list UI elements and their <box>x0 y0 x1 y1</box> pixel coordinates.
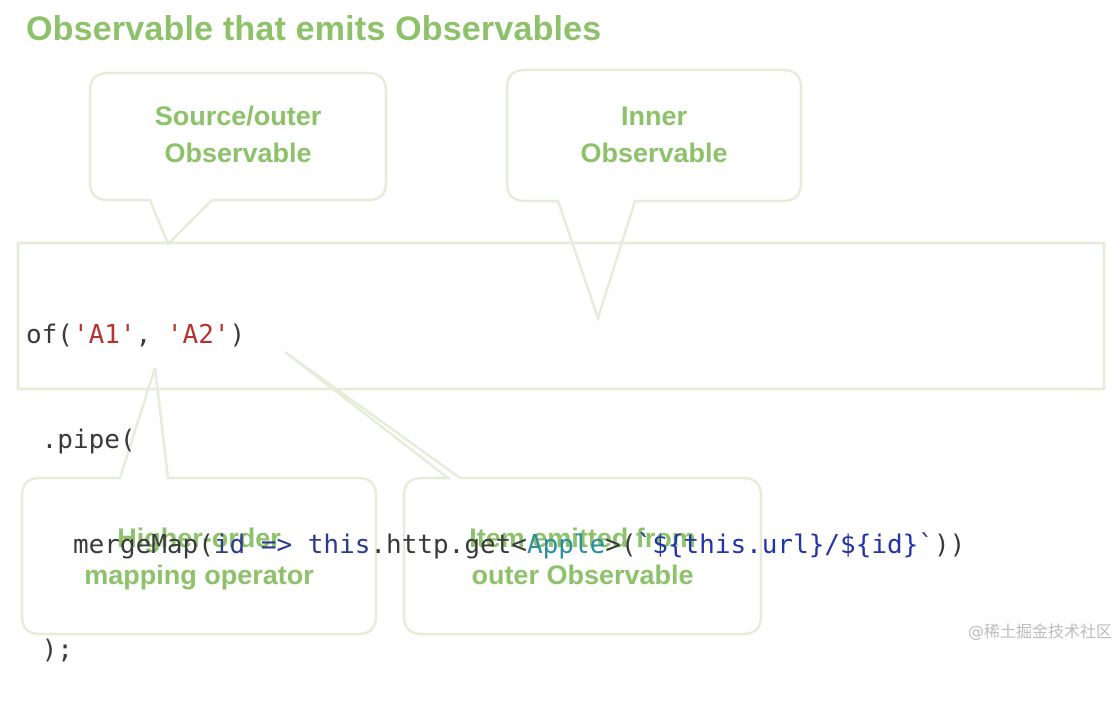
higher-order-bubble <box>20 367 378 636</box>
code-line-4: ); <box>26 633 965 668</box>
code-close-parens: )) <box>933 530 966 560</box>
code-close-paren: ) <box>229 320 246 350</box>
inner-label: Inner Observable <box>507 98 801 172</box>
item-emitted-label: Item emitted from outer Observable <box>404 520 761 594</box>
source-outer-label-line1: Source/outer <box>154 101 322 131</box>
code-string-a1: 'A1' <box>72 320 136 350</box>
item-emitted-bubble <box>284 350 763 636</box>
higher-order-label-line2: mapping operator <box>84 560 314 590</box>
code-line-2: .pipe( <box>26 423 965 458</box>
higher-order-label-line1: Higher-order <box>117 523 281 553</box>
source-outer-label-line2: Observable <box>164 138 312 168</box>
code-open-paren: >( <box>605 530 637 560</box>
code-separator: , <box>135 320 167 350</box>
code-line-1: of('A1', 'A2') <box>26 318 965 353</box>
code-arrow-param: id => this <box>213 530 371 560</box>
code-of-call: of( <box>26 320 73 350</box>
code-type-apple: Apple <box>526 530 606 560</box>
inner-label-line2: Observable <box>580 138 728 168</box>
code-box-border <box>16 241 1106 391</box>
inner-bubble <box>505 68 803 322</box>
code-string-a2: 'A2' <box>166 320 230 350</box>
watermark: @稀土掘金技术社区 <box>967 622 1112 641</box>
code-indent <box>26 530 73 560</box>
source-outer-bubble <box>88 71 388 247</box>
code-end-statement: ); <box>26 635 73 665</box>
code-mergemap-call: mergeMap( <box>72 530 214 560</box>
code-pipe-call: .pipe( <box>26 425 136 455</box>
item-emitted-label-line1: Item emitted from <box>469 523 696 553</box>
item-emitted-label-line2: outer Observable <box>471 560 694 590</box>
inner-label-line1: Inner <box>620 101 687 131</box>
higher-order-label: Higher-order mapping operator <box>22 520 376 594</box>
code-http-get: .http.get< <box>370 530 527 560</box>
code-snippet: of('A1', 'A2') .pipe( mergeMap(id => thi… <box>26 248 965 703</box>
source-outer-label: Source/outer Observable <box>90 98 386 172</box>
code-line-3: mergeMap(id => this.http.get<Apple>(`${t… <box>26 528 965 563</box>
code-template-literal: `${this.url}/${id}` <box>636 530 934 560</box>
diagram-title: Observable that emits Observables <box>26 10 602 48</box>
callout-shapes <box>16 68 1106 636</box>
